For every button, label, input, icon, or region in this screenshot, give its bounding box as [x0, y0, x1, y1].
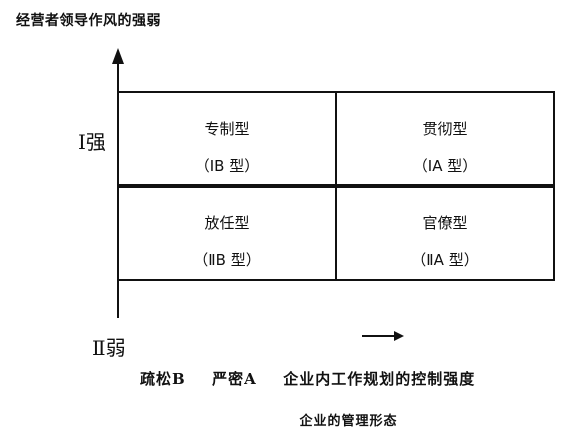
cell-box-top-right: [335, 91, 555, 186]
x-axis-loose-label: 疏松B: [140, 370, 186, 388]
x-axis-arrowhead: [394, 331, 404, 341]
cell-top-right-code: （ⅠA 型）: [412, 157, 478, 175]
cell-box-bottom-right: [335, 186, 555, 281]
cell-top-right-name: 贯彻型: [422, 120, 468, 138]
cell-bottom-left-name: 放任型: [204, 214, 250, 232]
y-axis-weak-label: Ⅱ弱: [92, 336, 126, 360]
x-axis-labels: 疏松B 严密A 企业内工作规划的控制强度: [140, 368, 475, 389]
cell-bottom-right-code: （ⅡA 型）: [411, 251, 479, 269]
x-axis-title: 企业内工作规划的控制强度: [283, 370, 476, 388]
diagram-caption: 企业的管理形态: [0, 410, 577, 429]
cell-bottom-left-code: （ⅡB 型）: [193, 251, 261, 269]
y-axis-title: 经营者领导作风的强弱: [16, 13, 161, 29]
y-axis-arrowhead: [112, 48, 124, 64]
y-axis-strong-label: Ⅰ强: [78, 130, 106, 154]
caption-text: 企业的管理形态: [299, 414, 398, 429]
cell-top-left-name: 专制型: [204, 120, 250, 138]
x-axis-strict-label: 严密A: [212, 370, 257, 388]
cell-top-left-code: （ⅠB 型）: [194, 157, 260, 175]
cell-bottom-right-name: 官僚型: [422, 214, 468, 232]
